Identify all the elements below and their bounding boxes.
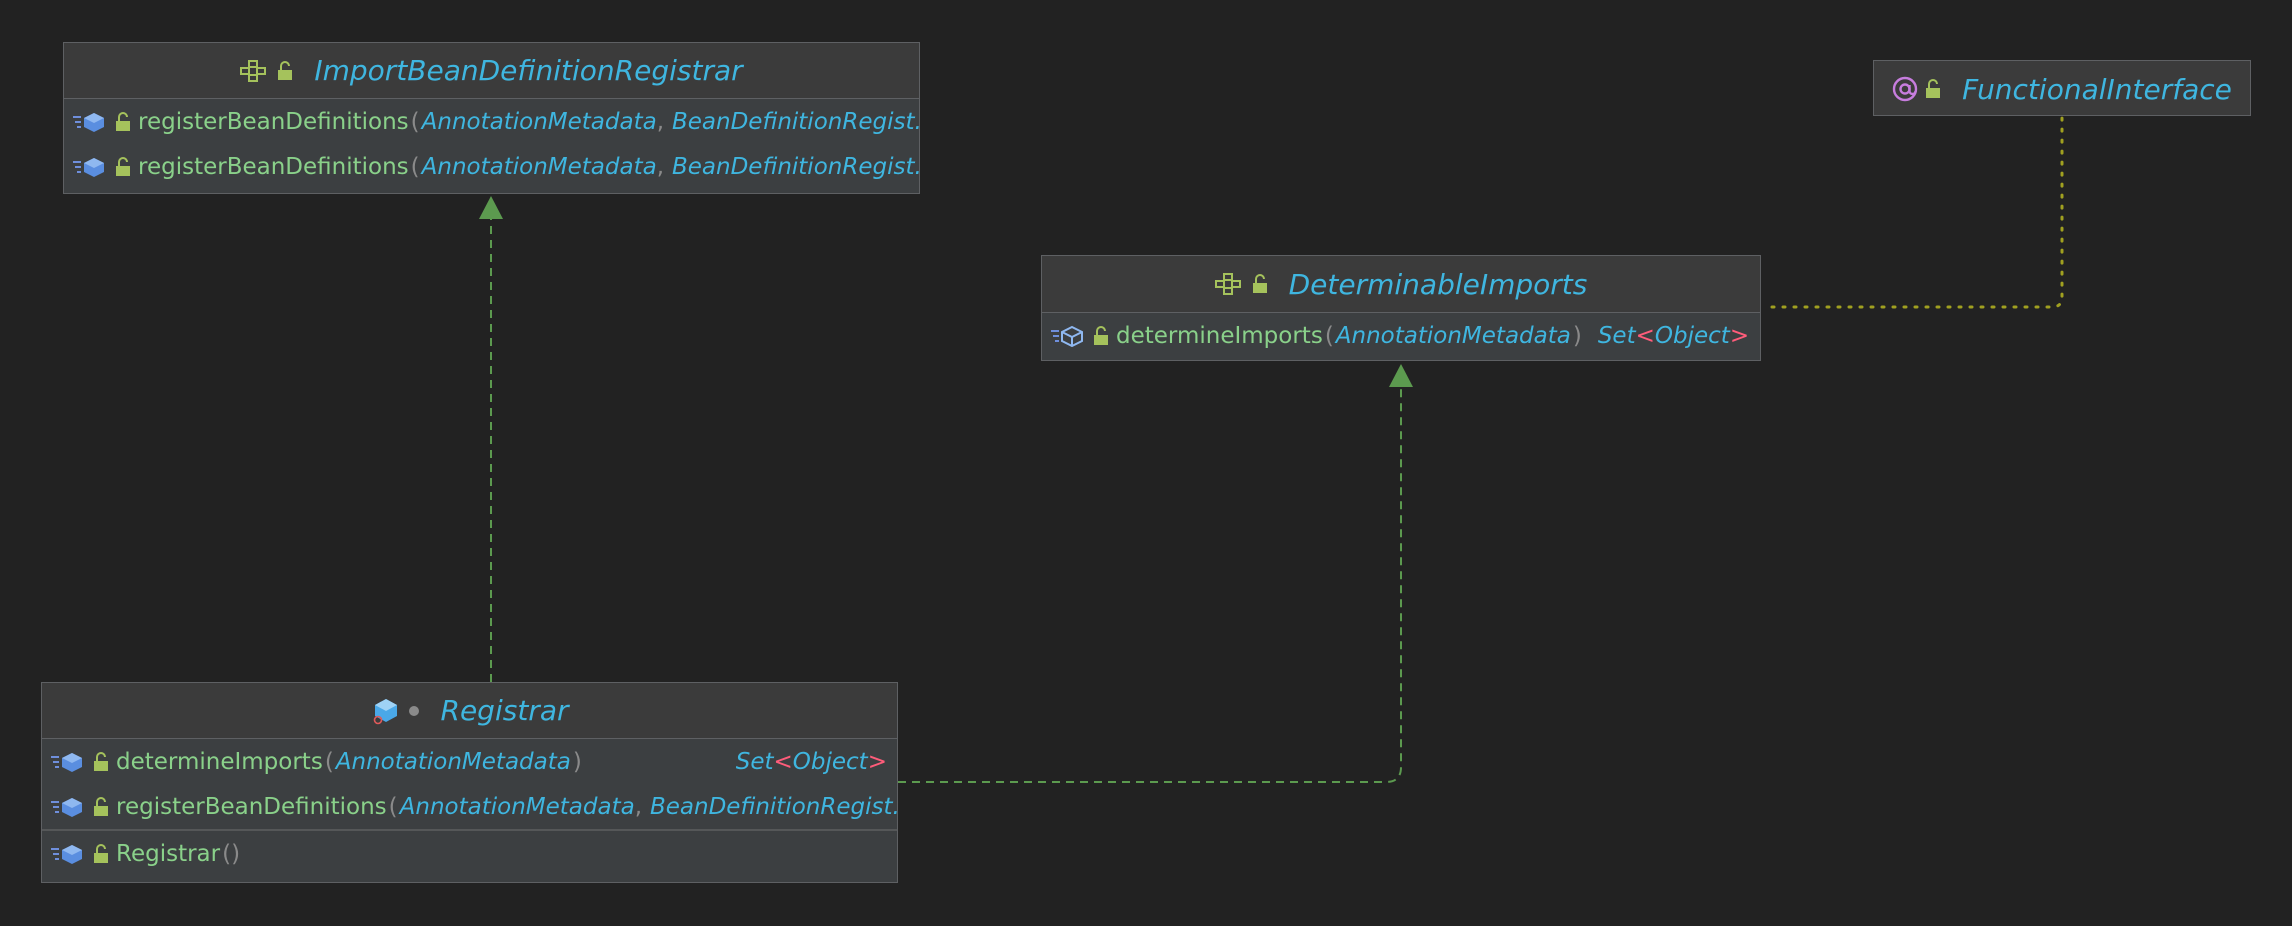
- node-registrar[interactable]: Registrar determineImports ( An: [41, 682, 898, 883]
- edge-arrowhead-import-registrar: [479, 196, 503, 219]
- node-functional-interface[interactable]: FunctionalInterface: [1873, 60, 2251, 116]
- param-comma: ,: [656, 108, 664, 135]
- return-type-base: Set: [1597, 322, 1636, 349]
- param-type: AnnotationMetadata: [421, 108, 657, 135]
- unlocked-icon: [114, 156, 132, 177]
- node-header: ImportBeanDefinitionRegistrar: [64, 43, 919, 99]
- generic-open: <: [773, 748, 793, 775]
- method-row[interactable]: registerBeanDefinitions ( AnnotationMeta…: [64, 144, 919, 189]
- param-comma: ,: [634, 793, 642, 820]
- paren-open: (: [410, 153, 420, 180]
- paren-close: ): [1572, 322, 1582, 349]
- method-row[interactable]: registerBeanDefinitions ( AnnotationMeta…: [64, 99, 919, 144]
- method-name: registerBeanDefinitions: [116, 793, 387, 820]
- param-type: AnnotationMetadata: [399, 793, 635, 820]
- param-type: BeanDefinitionRegist...: [672, 108, 920, 135]
- method-icon: [72, 111, 108, 133]
- generic-close: >: [867, 748, 887, 775]
- method-row[interactable]: determineImports ( AnnotationMetadata ) …: [1042, 313, 1760, 358]
- method-row[interactable]: determineImports ( AnnotationMetadata ) …: [42, 739, 897, 784]
- param-type: AnnotationMetadata: [335, 748, 571, 775]
- class-icon: [371, 697, 401, 725]
- unlocked-icon: [276, 60, 294, 81]
- paren-open: (: [388, 793, 398, 820]
- node-header: DeterminableImports: [1042, 256, 1760, 313]
- annotation-icon: [1892, 76, 1918, 102]
- method-icon: [50, 751, 86, 773]
- return-type: Set<Object>: [1598, 323, 1749, 349]
- method-name: registerBeanDefinitions: [138, 153, 409, 180]
- node-title: Registrar: [440, 694, 569, 727]
- method-row[interactable]: registerBeanDefinitions ( AnnotationMeta…: [42, 784, 897, 829]
- node-title: FunctionalInterface: [1962, 72, 2232, 106]
- node-title: DeterminableImports: [1288, 267, 1588, 301]
- paren-open: (: [410, 108, 420, 135]
- method-icon: [50, 796, 86, 818]
- param-type: BeanDefinitionRegist...: [650, 793, 898, 820]
- constructor-parens: (): [222, 841, 241, 867]
- constructor-name: Registrar: [116, 841, 221, 867]
- method-name: determineImports: [116, 748, 323, 775]
- method-name: registerBeanDefinitions: [138, 108, 409, 135]
- param-type: AnnotationMetadata: [1335, 322, 1571, 349]
- param-comma: ,: [656, 153, 664, 180]
- unlocked-icon: [92, 844, 110, 864]
- paren-open: (: [1324, 322, 1334, 349]
- unlocked-icon: [1251, 274, 1269, 294]
- edge-registrar-implements-determinable[interactable]: [898, 386, 1402, 783]
- method-icon: [50, 843, 86, 865]
- return-type-arg: Object: [792, 748, 868, 775]
- method-name: determineImports: [1116, 322, 1323, 349]
- node-header: FunctionalInterface: [1874, 61, 2250, 115]
- param-type: AnnotationMetadata: [421, 153, 657, 180]
- node-header: Registrar: [42, 683, 897, 739]
- node-title: ImportBeanDefinitionRegistrar: [314, 54, 743, 87]
- interface-icon: [240, 59, 270, 82]
- return-type-arg: Object: [1654, 322, 1730, 349]
- generic-open: <: [1635, 322, 1655, 349]
- unlocked-icon: [92, 751, 110, 772]
- return-type-base: Set: [735, 748, 774, 775]
- unlocked-icon: [92, 796, 110, 817]
- generic-close: >: [1729, 322, 1750, 349]
- node-determinable-imports[interactable]: DeterminableImports determineImp: [1041, 255, 1761, 361]
- paren-open: (: [324, 748, 334, 775]
- param-type: BeanDefinitionRegist...: [672, 153, 920, 180]
- package-private-dot-icon: [407, 704, 421, 718]
- edge-determinable-annotated-functional[interactable]: [1770, 116, 2064, 309]
- unlocked-icon: [1092, 325, 1110, 346]
- edge-arrowhead-determinable: [1389, 364, 1413, 387]
- paren-close: ): [572, 748, 582, 775]
- abstract-method-icon: [1050, 325, 1086, 347]
- constructor-row[interactable]: Registrar (): [42, 829, 897, 877]
- return-type: Set<Object>: [736, 749, 887, 775]
- method-icon: [72, 156, 108, 178]
- unlocked-icon: [114, 111, 132, 132]
- unlocked-icon: [1924, 79, 1942, 99]
- interface-icon: [1214, 273, 1245, 295]
- node-import-bean-definition-registrar[interactable]: ImportBeanDefinitionRegistrar registerBe…: [63, 42, 920, 194]
